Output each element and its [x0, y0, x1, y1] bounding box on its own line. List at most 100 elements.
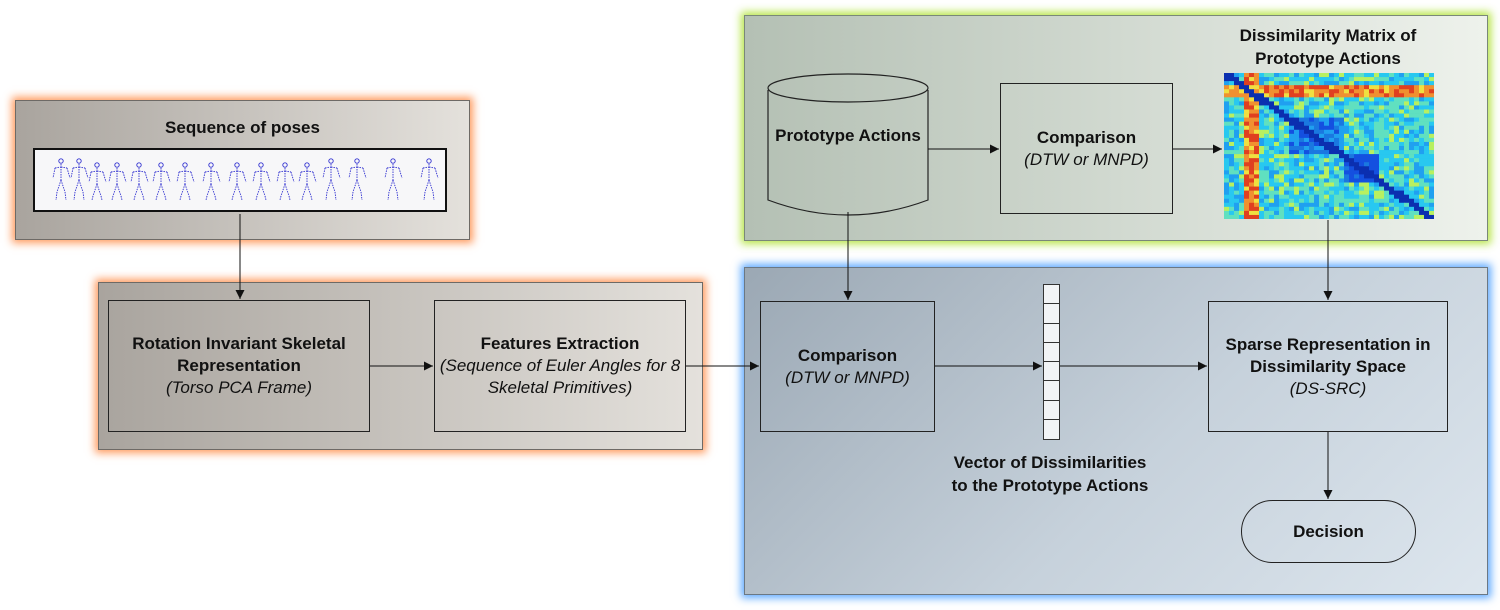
matrix-cell: [1244, 105, 1250, 110]
matrix-cell: [1339, 113, 1345, 118]
matrix-cell: [1374, 121, 1380, 127]
matrix-cell: [1369, 182, 1375, 187]
matrix-cell: [1279, 117, 1285, 122]
matrix-cell: [1374, 109, 1380, 114]
matrix-cell: [1414, 214, 1420, 220]
matrix-cell: [1404, 93, 1410, 98]
matrix-cell: [1294, 174, 1300, 179]
matrix-cell: [1289, 162, 1295, 167]
matrix-cell: [1299, 166, 1305, 171]
matrix-cell: [1364, 206, 1370, 212]
matrix-cell: [1379, 214, 1385, 220]
matrix-cell: [1369, 166, 1375, 171]
matrix-cell: [1324, 125, 1330, 131]
matrix-cell: [1274, 166, 1280, 171]
matrix-cell: [1369, 214, 1375, 220]
matrix-cell: [1394, 158, 1400, 163]
matrix-cell: [1294, 101, 1300, 106]
matrix-cell: [1224, 214, 1230, 220]
matrix-cell: [1374, 73, 1380, 78]
matrix-cell: [1239, 113, 1245, 118]
matrix-cell: [1304, 214, 1310, 220]
matrix-cell: [1229, 210, 1235, 216]
matrix-cell: [1334, 206, 1340, 212]
matrix-cell: [1264, 158, 1270, 163]
matrix-cell: [1414, 206, 1420, 212]
matrix-cell: [1379, 121, 1385, 127]
matrix-cell: [1224, 125, 1230, 131]
matrix-cell: [1394, 202, 1400, 208]
matrix-cell: [1394, 174, 1400, 179]
matrix-cell: [1224, 109, 1230, 114]
matrix-cell: [1359, 186, 1365, 191]
matrix-cell: [1409, 146, 1415, 151]
matrix-cell: [1244, 182, 1250, 187]
matrix-cell: [1384, 93, 1390, 98]
matrix-cell: [1354, 190, 1360, 195]
matrix-cell: [1279, 182, 1285, 187]
matrix-cell: [1379, 174, 1385, 179]
matrix-cell: [1424, 81, 1430, 86]
matrix-cell: [1349, 137, 1355, 143]
matrix-cell: [1249, 129, 1255, 135]
matrix-cell: [1409, 121, 1415, 127]
matrix-cell: [1329, 93, 1335, 98]
matrix-cell: [1359, 121, 1365, 127]
matrix-cell: [1399, 141, 1405, 147]
matrix-cell: [1409, 202, 1415, 208]
matrix-cell: [1259, 150, 1265, 155]
matrix-cell: [1234, 77, 1240, 82]
matrix-cell: [1424, 125, 1430, 131]
matrix-cell: [1294, 73, 1300, 78]
matrix-cell: [1314, 202, 1320, 208]
matrix-cell: [1399, 133, 1405, 139]
matrix-cell: [1334, 101, 1340, 106]
matrix-cell: [1389, 206, 1395, 212]
matrix-cell: [1369, 117, 1375, 122]
matrix-cell: [1314, 141, 1320, 147]
matrix-cell: [1379, 162, 1385, 167]
matrix-cell: [1369, 85, 1375, 90]
matrix-cell: [1249, 141, 1255, 147]
matrix-cell: [1229, 141, 1235, 147]
matrix-cell: [1224, 85, 1230, 90]
matrix-cell: [1379, 146, 1385, 151]
matrix-cell: [1334, 77, 1340, 82]
matrix-cell: [1314, 178, 1320, 183]
matrix-cell: [1229, 109, 1235, 114]
matrix-cell: [1424, 121, 1430, 127]
matrix-cell: [1359, 105, 1365, 110]
matrix-cell: [1409, 210, 1415, 216]
matrix-cell: [1314, 137, 1320, 143]
matrix-cell: [1304, 141, 1310, 147]
matrix-cell: [1229, 85, 1235, 90]
matrix-cell: [1329, 117, 1335, 122]
matrix-cell: [1334, 154, 1340, 159]
matrix-cell: [1304, 174, 1310, 179]
matrix-cell: [1349, 202, 1355, 208]
matrix-cell: [1414, 190, 1420, 195]
matrix-cell: [1279, 210, 1285, 216]
matrix-cell: [1284, 117, 1290, 122]
matrix-cell: [1414, 210, 1420, 216]
matrix-cell: [1394, 101, 1400, 106]
matrix-cell: [1249, 178, 1255, 183]
matrix-cell: [1299, 73, 1305, 78]
matrix-cell: [1324, 109, 1330, 114]
pose-strip: [33, 148, 447, 212]
matrix-cell: [1229, 125, 1235, 131]
matrix-cell: [1389, 133, 1395, 139]
matrix-cell: [1319, 166, 1325, 171]
matrix-cell: [1359, 190, 1365, 195]
matrix-cell: [1244, 121, 1250, 127]
matrix-cell: [1279, 194, 1285, 200]
matrix-cell: [1349, 198, 1355, 204]
matrix-cell: [1224, 141, 1230, 147]
matrix-cell: [1349, 178, 1355, 183]
matrix-cell: [1289, 81, 1295, 86]
matrix-cell: [1359, 77, 1365, 82]
matrix-cell: [1249, 146, 1255, 151]
dissimilarity-vector: [1043, 284, 1060, 440]
matrix-cell: [1274, 214, 1280, 220]
matrix-cell: [1364, 170, 1370, 175]
